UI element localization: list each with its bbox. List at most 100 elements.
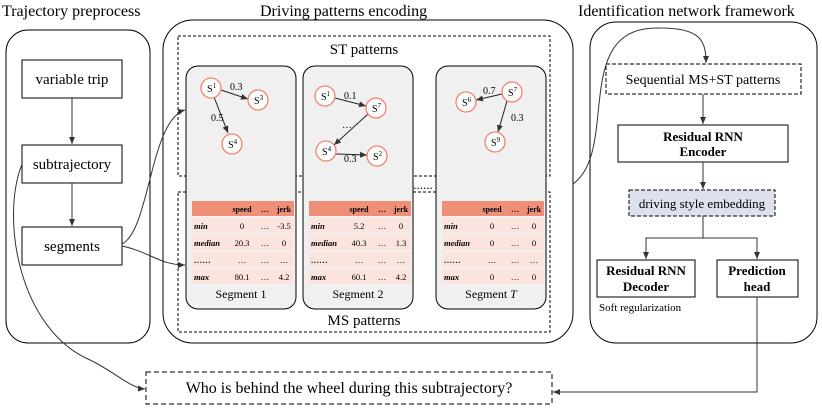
table-cell: max — [444, 272, 460, 282]
sequential-input-box — [605, 63, 802, 95]
table-cell: 0 — [532, 221, 536, 231]
table-cell: … — [488, 255, 497, 265]
table-row — [192, 252, 294, 267]
table-cell: 5.2 — [354, 221, 365, 231]
connector-encoding-to-network — [572, 27, 709, 185]
table-row — [442, 252, 544, 267]
state-node — [221, 133, 243, 155]
table-cell: … — [511, 255, 520, 265]
table-cell: min — [194, 221, 208, 231]
decoder-box — [596, 259, 696, 298]
table-cell: … — [261, 238, 270, 248]
table-row — [192, 218, 294, 233]
state-node — [455, 91, 477, 113]
table-cell: … — [530, 255, 539, 265]
state-node — [314, 85, 336, 107]
table-cell: min — [311, 221, 325, 231]
table-cell: …… — [194, 255, 211, 265]
encoder-label: Residual RNN — [663, 129, 743, 144]
connector-segments-to-st — [121, 109, 186, 245]
edge-weight: 0.1 — [344, 91, 357, 102]
table-cell: 4.2 — [396, 272, 407, 282]
connector-segments-to-ms — [121, 245, 186, 268]
table-cell: median — [444, 238, 470, 248]
table-cell: -3.5 — [277, 221, 290, 231]
connector-head-to-question — [553, 297, 758, 395]
st-patterns-label: ST patterns — [330, 42, 399, 58]
segments-box — [21, 226, 123, 266]
table-cell: … — [511, 221, 520, 231]
table-cell: 0 — [240, 221, 244, 231]
state-node — [366, 145, 388, 167]
decoder-label: Decoder — [623, 279, 669, 294]
table-header-cell: speed — [482, 205, 502, 214]
table-cell: … — [378, 238, 387, 248]
table-cell: … — [378, 272, 387, 282]
table-cell: … — [261, 255, 270, 265]
question-box — [145, 371, 553, 405]
svg-text:S2: S2 — [373, 150, 383, 163]
svg-text:S3: S3 — [254, 94, 264, 107]
table-cell: … — [511, 272, 520, 282]
table-header-cell: … — [261, 205, 269, 214]
section-title-network: Identification network framework — [578, 3, 795, 20]
table-header-cell: jerk — [393, 205, 409, 214]
table-cell: 4.2 — [279, 272, 290, 282]
edge-weight: 0.5 — [211, 113, 224, 124]
table-cell: 40.3 — [352, 238, 367, 248]
edge-weight: 0.3 — [511, 113, 524, 124]
table-cell: max — [194, 272, 210, 282]
svg-text:S7: S7 — [508, 86, 518, 99]
table-row — [192, 235, 294, 250]
variable-trip-box — [21, 59, 123, 99]
segment-ellipsis: ...... — [413, 177, 433, 192]
table-cell: 0 — [532, 238, 536, 248]
table-cell: … — [511, 238, 520, 248]
table-cell: 0 — [399, 221, 403, 231]
table-cell: median — [311, 238, 337, 248]
table-row — [442, 235, 544, 250]
table-row — [309, 218, 411, 233]
state-node — [315, 140, 337, 162]
table-header-cell: jerk — [276, 205, 292, 214]
table-header-cell: … — [378, 205, 386, 214]
table-row — [442, 269, 544, 284]
edge-weight: 0.7 — [483, 86, 496, 97]
svg-text:S4: S4 — [322, 145, 332, 158]
variable-trip-label: variable trip — [36, 72, 109, 88]
state-node — [247, 89, 269, 111]
segment-t-graph: 0.7 0.3 S6 S7 S9 — [455, 81, 524, 153]
state-node — [484, 131, 506, 153]
ms-patterns-label: MS patterns — [328, 313, 401, 329]
table-cell: …… — [311, 255, 328, 265]
section-title-preprocess: Trajectory preprocess — [2, 3, 140, 20]
table-row — [309, 252, 411, 267]
subtrajectory-box — [21, 144, 123, 184]
table-cell: min — [444, 221, 458, 231]
table-cell: … — [378, 255, 387, 265]
table-cell: max — [311, 272, 327, 282]
table-header-row — [442, 201, 544, 216]
decoder-label: Residual RNN — [606, 263, 686, 278]
encoder-label: Encoder — [680, 144, 727, 159]
svg-text:S4: S4 — [228, 138, 238, 151]
embedding-box — [628, 189, 776, 217]
svg-text:S6: S6 — [462, 96, 472, 109]
table-cell: … — [238, 255, 247, 265]
soft-regularization-label: Soft regularization — [599, 302, 682, 314]
table-row — [442, 218, 544, 233]
prediction-head-box — [716, 259, 799, 298]
table-cell: …… — [444, 255, 461, 265]
table-cell: … — [261, 272, 270, 282]
table-row — [309, 269, 411, 284]
table-header-row — [192, 201, 294, 216]
table-cell: 1.3 — [396, 238, 407, 248]
prediction-head-label: head — [744, 279, 772, 294]
state-node — [501, 81, 523, 103]
svg-text:S7: S7 — [372, 102, 382, 115]
table-cell: … — [378, 221, 387, 231]
table-row — [192, 269, 294, 284]
